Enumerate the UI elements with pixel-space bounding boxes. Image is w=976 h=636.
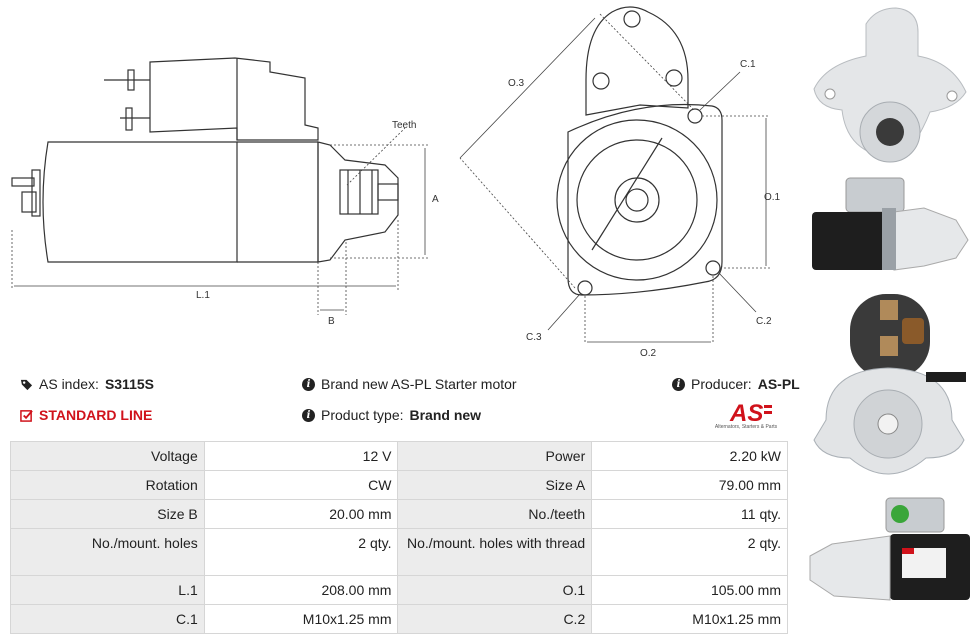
spec-label: L.1 bbox=[10, 575, 205, 605]
description-row: i Brand new AS-PL Starter motor bbox=[302, 376, 517, 392]
label-l1: L.1 bbox=[196, 290, 210, 301]
spec-label: Power bbox=[397, 441, 593, 471]
table-row: No./mount. holes 2 qty. No./mount. holes… bbox=[10, 528, 788, 576]
label-o1: O.1 bbox=[764, 192, 781, 203]
spec-value: 2 qty. bbox=[203, 528, 399, 576]
check-square-icon bbox=[20, 409, 33, 422]
producer-value: AS-PL bbox=[757, 376, 800, 392]
table-row: L.1 208.00 mm O.1 105.00 mm bbox=[10, 575, 788, 605]
spec-label: No./mount. holes bbox=[10, 528, 205, 576]
front-view-drawing bbox=[556, 6, 723, 296]
producer-label: Producer: bbox=[691, 376, 752, 392]
spec-label: Size B bbox=[10, 499, 205, 529]
spec-label: C.1 bbox=[10, 604, 205, 634]
table-row: Size B 20.00 mm No./teeth 11 qty. bbox=[10, 499, 788, 529]
as-index-value: S3115S bbox=[104, 376, 154, 392]
product-type-row: i Product type: Brand new bbox=[302, 407, 481, 423]
label-c2: C.2 bbox=[756, 316, 772, 327]
spec-value: 2.20 kW bbox=[591, 441, 788, 471]
side-view-drawing bbox=[11, 57, 399, 263]
info-icon: i bbox=[302, 408, 315, 422]
spec-label: O.1 bbox=[397, 575, 593, 605]
standard-line-row: STANDARD LINE bbox=[20, 407, 152, 423]
product-type-value: Brand new bbox=[409, 407, 482, 423]
technical-drawing: Teeth A B L.1 O.3 C.1 O.1 C.2 C.3 O bbox=[11, 6, 781, 359]
dimension-arrows-side bbox=[14, 148, 426, 311]
spec-label: No./teeth bbox=[397, 499, 593, 529]
spec-value: 12 V bbox=[203, 441, 399, 471]
table-row: C.1 M10x1.25 mm C.2 M10x1.25 mm bbox=[10, 604, 788, 634]
spec-value: M10x1.25 mm bbox=[591, 604, 788, 634]
spec-value: 105.00 mm bbox=[591, 575, 788, 605]
producer-row: i Producer: AS-PL bbox=[672, 376, 800, 392]
label-teeth: Teeth bbox=[392, 120, 416, 131]
product-photo-rear[interactable] bbox=[806, 290, 972, 490]
spec-value: 11 qty. bbox=[591, 499, 788, 529]
spec-value: CW bbox=[203, 470, 399, 500]
specification-table: Voltage 12 V Power 2.20 kW Rotation CW S… bbox=[10, 441, 788, 634]
label-c3: C.3 bbox=[526, 332, 542, 343]
info-icon: i bbox=[302, 377, 315, 391]
product-description: Brand new AS-PL Starter motor bbox=[321, 376, 517, 392]
label-o2: O.2 bbox=[640, 348, 657, 359]
svg-text:AS: AS bbox=[729, 400, 763, 427]
spec-label: No./mount. holes with thread bbox=[397, 528, 593, 576]
info-icon: i bbox=[672, 377, 685, 391]
spec-label: Size A bbox=[397, 470, 593, 500]
label-a: A bbox=[432, 194, 439, 205]
front-view-dimensions bbox=[459, 13, 770, 344]
side-view-dimensions bbox=[11, 127, 430, 315]
standard-line-label: STANDARD LINE bbox=[39, 407, 153, 423]
spec-value: M10x1.25 mm bbox=[203, 604, 399, 634]
table-row: Voltage 12 V Power 2.20 kW bbox=[10, 441, 788, 471]
as-index-row: AS index: S3115S bbox=[20, 376, 154, 392]
as-index-label: AS index: bbox=[39, 376, 99, 392]
product-photo-angle[interactable] bbox=[806, 496, 972, 606]
spec-value: 79.00 mm bbox=[591, 470, 788, 500]
product-type-label: Product type: bbox=[321, 407, 404, 423]
tag-icon bbox=[20, 379, 33, 390]
spec-value: 20.00 mm bbox=[203, 499, 399, 529]
label-o3: O.3 bbox=[508, 78, 525, 89]
as-pl-logo: AS bbox=[729, 400, 772, 427]
table-row: Rotation CW Size A 79.00 mm bbox=[10, 470, 788, 500]
dimension-arrows-front bbox=[459, 17, 767, 343]
spec-value: 2 qty. bbox=[591, 528, 788, 576]
label-b: B bbox=[328, 316, 335, 327]
logo-subtitle: Alternators, Starters & Parts bbox=[714, 424, 778, 430]
spec-label: Voltage bbox=[10, 441, 205, 471]
product-photo-front[interactable] bbox=[806, 4, 972, 170]
label-c1: C.1 bbox=[740, 59, 756, 70]
product-photo-side[interactable] bbox=[806, 174, 972, 274]
spec-value: 208.00 mm bbox=[203, 575, 399, 605]
spec-label: C.2 bbox=[397, 604, 593, 634]
spec-label: Rotation bbox=[10, 470, 205, 500]
